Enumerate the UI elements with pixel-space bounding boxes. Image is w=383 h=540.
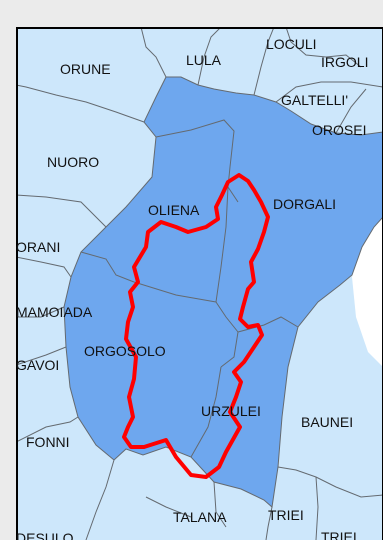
label-desulo: DESULO <box>16 530 74 540</box>
label-orgosolo: ORGOSOLO <box>84 343 166 359</box>
label-mamoiada: MAMOIADA <box>16 304 93 320</box>
map-frame[interactable]: LOCULI LULA IRGOLI ORUNE GALTELLI' OROSE… <box>16 27 383 540</box>
label-loculi: LOCULI <box>266 36 317 52</box>
label-fonni: FONNI <box>26 434 70 450</box>
label-gavoi: GAVOI <box>16 357 59 373</box>
map-svg[interactable]: LOCULI LULA IRGOLI ORUNE GALTELLI' OROSE… <box>16 27 383 540</box>
label-galtelli: GALTELLI' <box>281 92 348 108</box>
label-orosei: OROSEI <box>312 122 366 138</box>
label-triei: TRIEI <box>268 507 304 523</box>
label-irgoli: IRGOLI <box>321 54 368 70</box>
label-orani: ORANI <box>16 239 60 255</box>
park-outline <box>122 173 270 479</box>
map-frame-border <box>16 27 383 540</box>
label-triei-right: TRIEI <box>321 529 357 540</box>
label-orune: ORUNE <box>60 61 111 77</box>
label-urzulei: URZULEI <box>201 403 261 419</box>
label-lula: LULA <box>186 52 222 68</box>
label-oliena: OLIENA <box>148 202 200 218</box>
municipality-boundaries <box>16 27 383 540</box>
label-dorgali: DORGALI <box>273 196 336 212</box>
label-nuoro: NUORO <box>47 154 99 170</box>
label-talana: TALANA <box>173 509 227 525</box>
place-labels: LOCULI LULA IRGOLI ORUNE GALTELLI' OROSE… <box>16 36 368 540</box>
label-baunei: BAUNEI <box>301 414 353 430</box>
